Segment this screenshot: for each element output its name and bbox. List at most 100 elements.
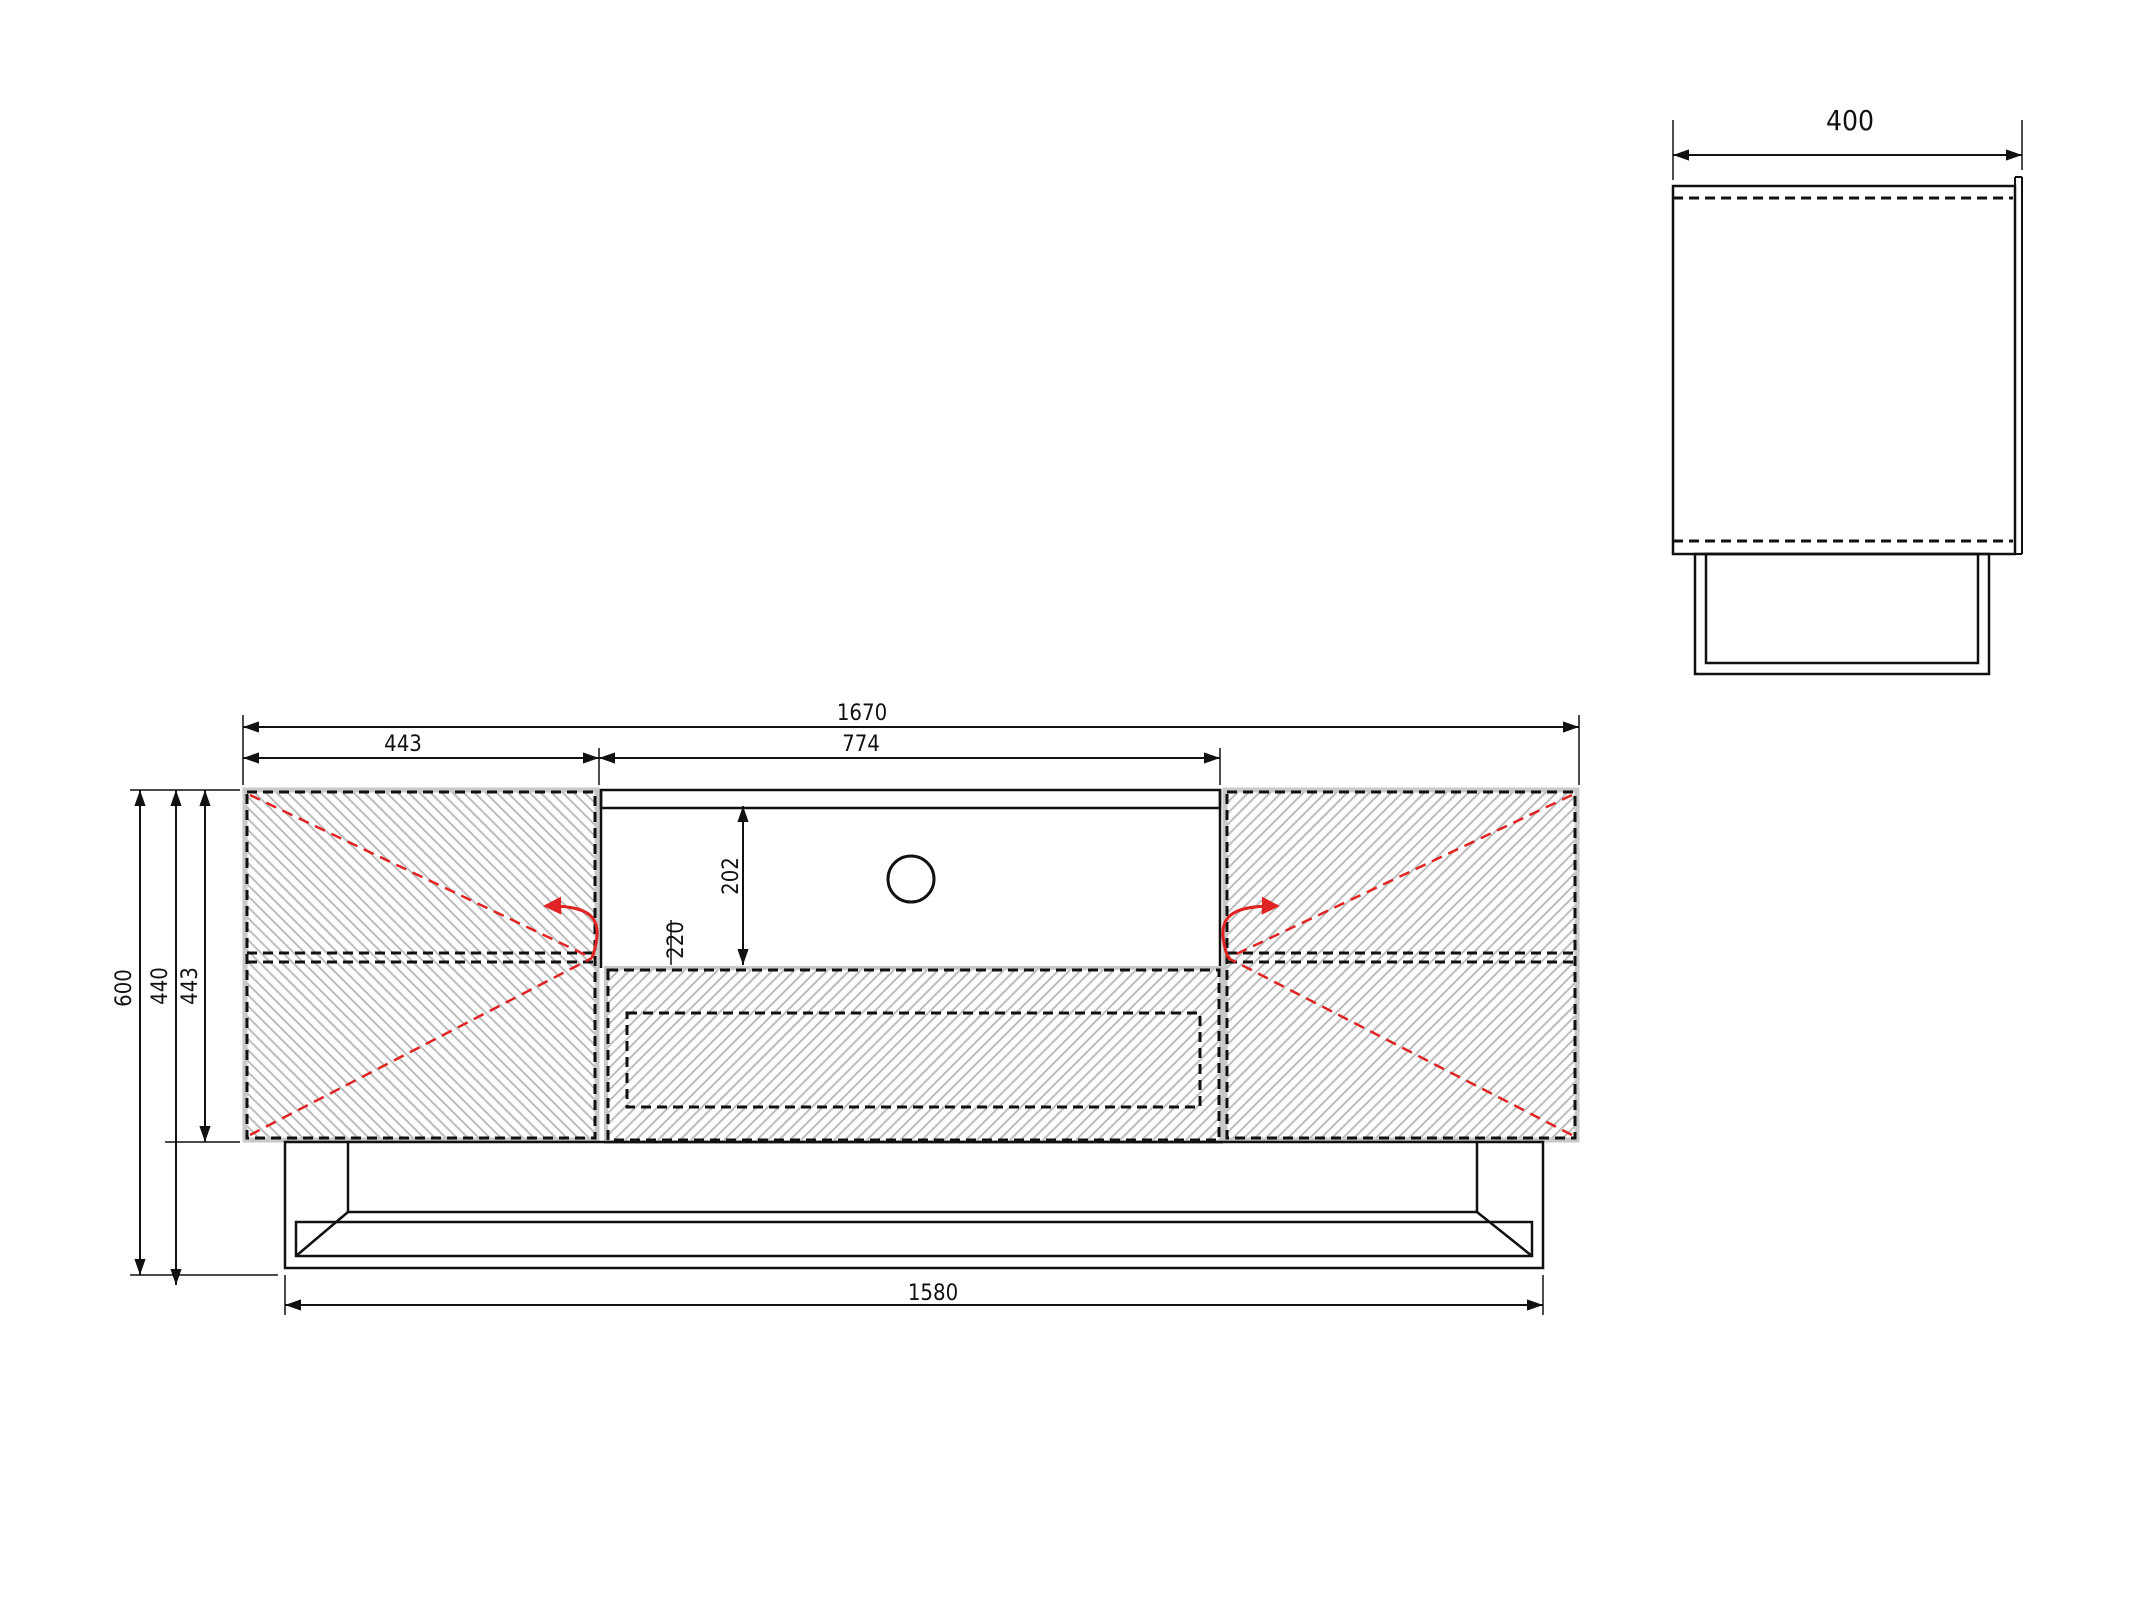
right-door-swing-line-bottom <box>1227 956 1573 1137</box>
hatch-stroke <box>624 970 796 1140</box>
right-door-panel <box>1221 787 1580 1143</box>
left-door-swing-line-bottom <box>249 956 593 1137</box>
hatch-stroke <box>1227 792 1305 871</box>
drawer-offset-label: 220 <box>664 921 689 959</box>
hatch-stroke <box>528 792 595 860</box>
hatch-stroke <box>1573 1135 1575 1138</box>
hatch-stroke <box>247 1014 370 1138</box>
hatch-stroke <box>247 1135 249 1138</box>
hatch-stroke <box>440 792 595 948</box>
hatch-stroke <box>247 893 491 1138</box>
hatch-stroke <box>1227 792 1327 893</box>
hatch-stroke <box>756 970 928 1140</box>
side-view-base-frame <box>1693 552 1991 676</box>
hatch-stroke <box>1474 1036 1575 1138</box>
hatch-stroke <box>247 1069 315 1138</box>
hatch-stroke <box>484 792 595 904</box>
hatch-stroke <box>608 970 675 1038</box>
hatch-stroke <box>407 792 595 981</box>
hatch-stroke <box>1130 1050 1219 1140</box>
hatch-stroke <box>1227 792 1503 1069</box>
hatch-stroke <box>1119 1039 1219 1140</box>
hatch-stroke <box>921 970 1093 1140</box>
hatch-stroke <box>418 792 595 970</box>
hatch-stroke <box>1042 970 1214 1140</box>
hatch-stroke <box>800 970 972 1140</box>
hatch-stroke <box>976 970 1148 1140</box>
body-height-label-b: 443 <box>178 967 203 1005</box>
hatch-stroke <box>451 792 595 937</box>
hatch-stroke <box>1419 981 1575 1138</box>
hatch-stroke <box>1227 792 1492 1058</box>
hatch-stroke <box>844 970 1016 1140</box>
hatch-stroke <box>247 1124 260 1138</box>
hatch-stroke <box>899 970 1071 1140</box>
right-door-swing-arrow-icon <box>1221 896 1280 959</box>
hatch-stroke <box>247 992 392 1138</box>
hatch-stroke <box>363 792 595 1025</box>
hatch-stroke <box>608 970 708 1071</box>
hatch-stroke <box>888 970 1060 1140</box>
depth-label: 400 <box>1826 104 1874 137</box>
hatch-stroke <box>1227 792 1404 970</box>
hatch-stroke <box>1276 838 1575 1138</box>
hatch-stroke <box>275 792 595 1113</box>
hatch-stroke <box>998 970 1170 1140</box>
hatch-stroke <box>954 970 1126 1140</box>
left-door-width-label: 443 <box>384 732 422 757</box>
cable-hole-icon <box>886 854 936 904</box>
hatch-stroke <box>789 970 961 1140</box>
hatch-stroke <box>286 792 595 1102</box>
hatch-stroke <box>352 792 595 1036</box>
hatch-stroke <box>767 970 939 1140</box>
hatch-stroke <box>1227 792 1316 882</box>
hatch-stroke <box>396 792 595 992</box>
hatch-stroke <box>1227 792 1437 1003</box>
hatch-stroke <box>247 1113 271 1138</box>
hatch-stroke <box>1031 970 1203 1140</box>
hatch-stroke <box>635 970 807 1140</box>
hatch-stroke <box>822 970 994 1140</box>
hatch-stroke <box>608 970 642 1005</box>
width-dimensions: 1670 443 774 <box>242 701 1580 785</box>
hatch-stroke <box>1463 1025 1575 1138</box>
hatch-stroke <box>247 838 546 1138</box>
hatch-stroke <box>247 1047 337 1138</box>
hatch-stroke <box>247 915 469 1138</box>
hatch-stroke <box>1227 792 1338 904</box>
hatch-stroke <box>1053 973 1219 1140</box>
hatch-stroke <box>1353 915 1575 1138</box>
hatch-stroke <box>264 792 595 1124</box>
hatch-stroke <box>462 792 595 926</box>
hatch-stroke <box>943 970 1115 1140</box>
hatch-stroke <box>1227 792 1393 959</box>
hatch-stroke <box>247 827 557 1138</box>
hatch-stroke <box>1227 792 1349 915</box>
hatch-stroke <box>1227 792 1294 860</box>
hatch-stroke <box>1386 948 1575 1138</box>
hatch-stroke <box>1227 792 1360 926</box>
hatch-stroke <box>1287 849 1575 1138</box>
hatch-stroke <box>473 792 595 915</box>
hatch-stroke <box>1185 1105 1219 1140</box>
height-dimensions: 600 440 443 <box>112 789 278 1285</box>
hatch-stroke <box>723 970 895 1140</box>
hatch-stroke <box>811 970 983 1140</box>
hatch-stroke <box>1320 882 1575 1138</box>
hatch-stroke <box>866 970 1038 1140</box>
hatch-stroke <box>247 805 579 1138</box>
hatch-stroke <box>987 970 1159 1140</box>
hatch-stroke <box>1397 959 1575 1138</box>
hatch-stroke <box>1507 1069 1575 1138</box>
shelf-height-label: 202 <box>719 857 744 895</box>
hatch-stroke <box>247 871 513 1138</box>
hatch-stroke <box>1364 926 1575 1138</box>
hatch-stroke <box>855 970 1027 1140</box>
hatch-stroke <box>253 792 595 1135</box>
left-door-panel <box>242 787 600 1143</box>
hatch-stroke <box>495 792 595 893</box>
hatch-stroke <box>330 792 595 1058</box>
center-drawer <box>604 966 1223 1144</box>
hatch-stroke <box>608 970 664 1027</box>
hatch-stroke <box>1227 792 1547 1113</box>
